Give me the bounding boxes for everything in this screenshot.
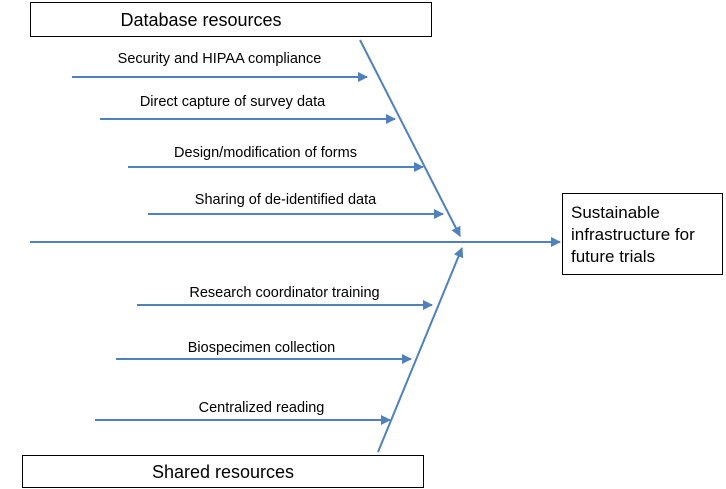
database-resources-title: Database resources	[120, 9, 282, 30]
cause-label-research-training: Research coordinator training	[189, 285, 380, 301]
shared-resources-box: Shared resources	[22, 455, 424, 488]
cause-label-sharing: Sharing of de-identified data	[194, 192, 377, 208]
cause-label-design-forms: Design/modification of forms	[174, 145, 357, 161]
outcome-line-3: future trials	[571, 247, 656, 266]
cause-label-security: Security and HIPAA compliance	[117, 51, 322, 67]
bottom-bone-arrow	[377, 247, 464, 453]
top-bone-arrow	[359, 39, 461, 237]
cause-label-direct-capture: Direct capture of survey data	[139, 94, 326, 110]
cause-label-biospecimen: Biospecimen collection	[187, 340, 336, 356]
outcome-line-2: infrastructure for	[571, 225, 695, 244]
shared-resources-title: Shared resources	[151, 461, 295, 482]
outcome-line-1: Sustainable	[571, 203, 660, 222]
outcome-box: Sustainable infrastructure for future tr…	[562, 193, 723, 275]
database-resources-box: Database resources	[30, 2, 432, 37]
cause-label-centralized-reading: Centralized reading	[198, 400, 325, 416]
